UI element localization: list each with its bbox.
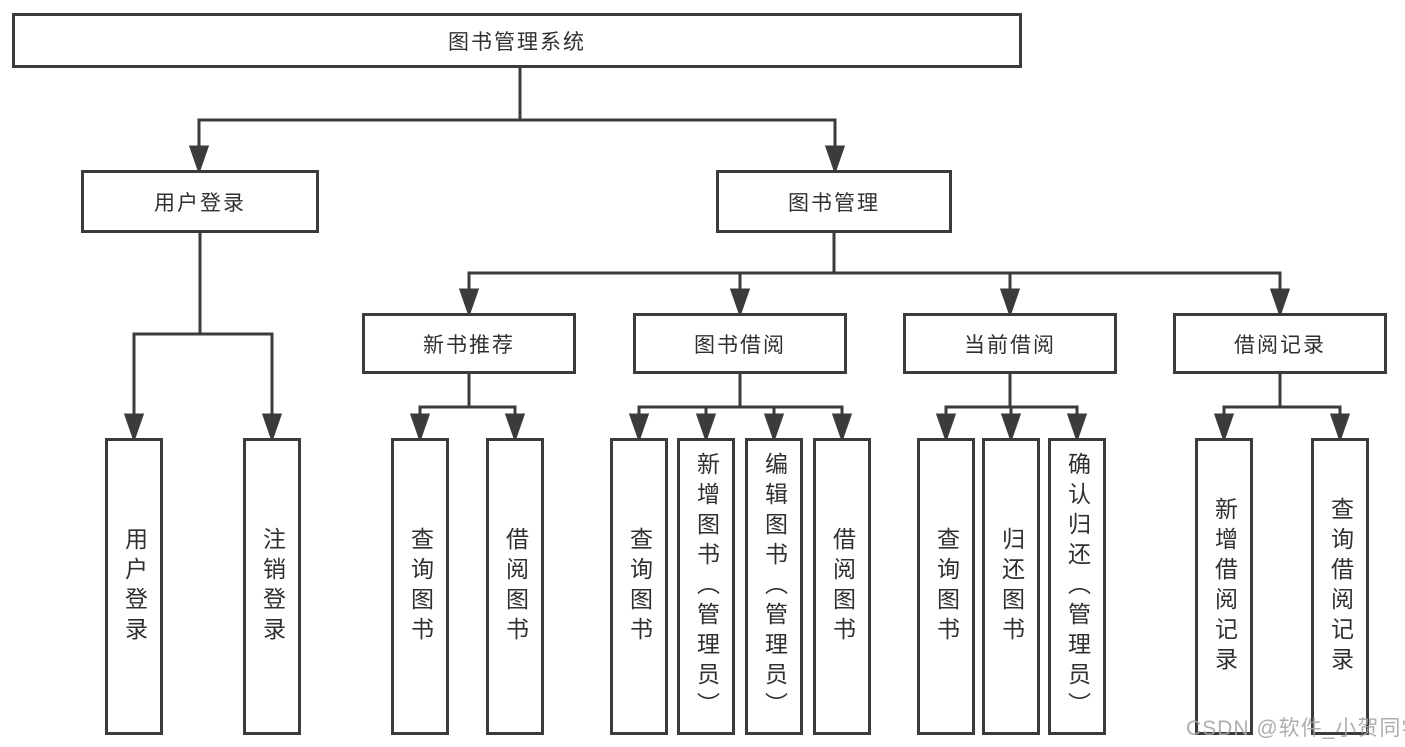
leaf-borrow-books: 借阅图书: [813, 438, 871, 735]
leaf-return-books-label: 归还图书: [998, 526, 1025, 647]
node-book-management: 图书管理: [716, 170, 952, 233]
connector-root-to-level2: [188, 66, 846, 175]
node-book-borrowing-label: 图书借阅: [694, 333, 786, 357]
connector-book-management-to-level3: [458, 231, 1291, 318]
node-new-book-recommendation-label: 新书推荐: [423, 333, 515, 357]
leaf-add-borrow-record-label: 新增借阅记录: [1211, 496, 1238, 677]
leaf-query-books-borrow: 查询图书: [610, 438, 668, 735]
leaf-query-books-recommend: 查询图书: [391, 438, 449, 735]
node-user-login-label: 用户登录: [154, 191, 246, 215]
leaf-edit-books-admin: 编辑图书（管理员）: [745, 438, 803, 735]
leaf-return-books: 归还图书: [982, 438, 1040, 735]
leaf-confirm-return-admin: 确认归还（管理员）: [1048, 438, 1106, 735]
leaf-borrow-books-recommend: 借阅图书: [486, 438, 544, 735]
leaf-add-books-admin-label: 新增图书（管理员）: [693, 451, 720, 722]
leaf-user-login-label: 用户登录: [121, 526, 148, 647]
leaf-query-books-current-label: 查询图书: [933, 526, 960, 647]
leaf-logout-login: 注销登录: [243, 438, 301, 735]
leaf-user-login: 用户登录: [105, 438, 163, 735]
node-current-borrowing: 当前借阅: [903, 313, 1117, 374]
leaf-query-borrow-record-label: 查询借阅记录: [1327, 496, 1354, 677]
leaf-edit-books-admin-label: 编辑图书（管理员）: [761, 451, 788, 722]
connector-current-borrowing-to-leaves: [935, 372, 1088, 443]
node-user-login: 用户登录: [81, 170, 319, 233]
watermark-text: CSDN @软件_小贺同学: [1186, 717, 1405, 740]
leaf-confirm-return-admin-label: 确认归还（管理员）: [1064, 451, 1091, 722]
node-new-book-recommendation: 新书推荐: [362, 313, 576, 374]
leaf-borrow-books-label: 借阅图书: [829, 526, 856, 647]
node-library-system: 图书管理系统: [12, 13, 1022, 68]
leaf-query-borrow-record: 查询借阅记录: [1311, 438, 1369, 735]
connector-borrow-records-to-leaves: [1213, 372, 1351, 443]
node-book-management-label: 图书管理: [788, 191, 880, 215]
leaf-query-books-recommend-label: 查询图书: [407, 526, 434, 647]
node-book-borrowing: 图书借阅: [633, 313, 847, 374]
leaf-borrow-books-recommend-label: 借阅图书: [502, 526, 529, 647]
connector-user-login-to-leaves: [123, 231, 283, 443]
leaf-add-books-admin: 新增图书（管理员）: [677, 438, 735, 735]
node-borrow-records-label: 借阅记录: [1234, 333, 1326, 357]
connector-new-book-to-leaves: [409, 372, 526, 443]
leaf-logout-login-label: 注销登录: [259, 526, 286, 647]
connector-book-borrowing-to-leaves: [628, 372, 853, 443]
leaf-query-books-borrow-label: 查询图书: [626, 526, 653, 647]
node-library-system-label: 图书管理系统: [448, 30, 586, 54]
node-current-borrowing-label: 当前借阅: [964, 333, 1056, 357]
leaf-query-books-current: 查询图书: [917, 438, 975, 735]
leaf-add-borrow-record: 新增借阅记录: [1195, 438, 1253, 735]
node-borrow-records: 借阅记录: [1173, 313, 1387, 374]
